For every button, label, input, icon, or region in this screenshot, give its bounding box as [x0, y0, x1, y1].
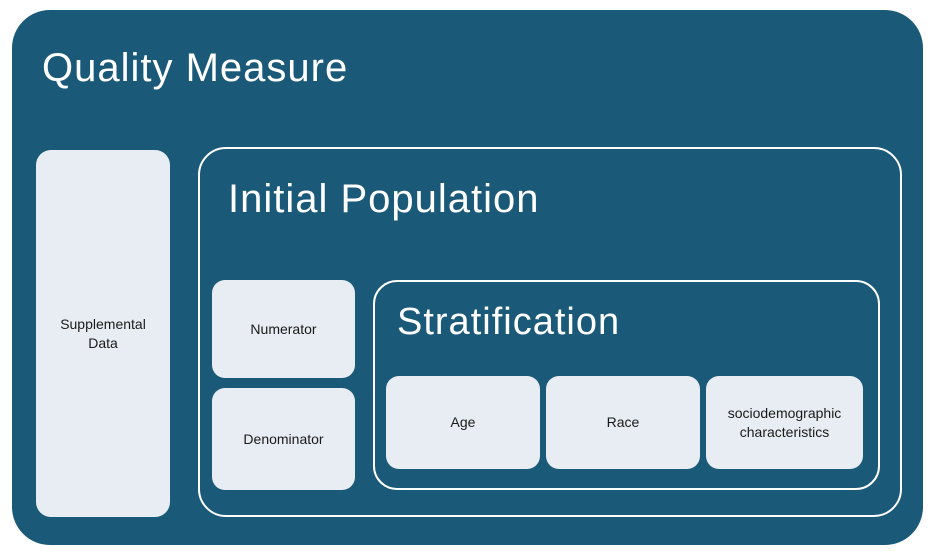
sociodemographic-label: sociodemographic characteristics [727, 404, 842, 440]
denominator-box: Denominator [212, 388, 355, 490]
stratification-title: Stratification [397, 301, 621, 343]
age-box: Age [386, 376, 540, 469]
quality-measure-container: Quality Measure Supplemental Data Initia… [12, 10, 923, 545]
numerator-label: Numerator [250, 320, 317, 337]
supplemental-data-box: Supplemental Data [36, 150, 170, 517]
race-box: Race [546, 376, 700, 469]
stratification-box: Stratification Age Race sociodemographic… [373, 280, 880, 490]
supplemental-data-label: Supplemental Data [60, 315, 146, 351]
initial-population-title: Initial Population [228, 177, 540, 221]
sociodemographic-box: sociodemographic characteristics [706, 376, 863, 469]
denominator-label: Denominator [243, 430, 324, 447]
numerator-box: Numerator [212, 280, 355, 378]
initial-population-box: Initial Population Numerator Denominator… [198, 147, 902, 517]
quality-measure-title: Quality Measure [42, 46, 349, 90]
age-label: Age [450, 414, 476, 431]
race-label: Race [606, 414, 640, 431]
